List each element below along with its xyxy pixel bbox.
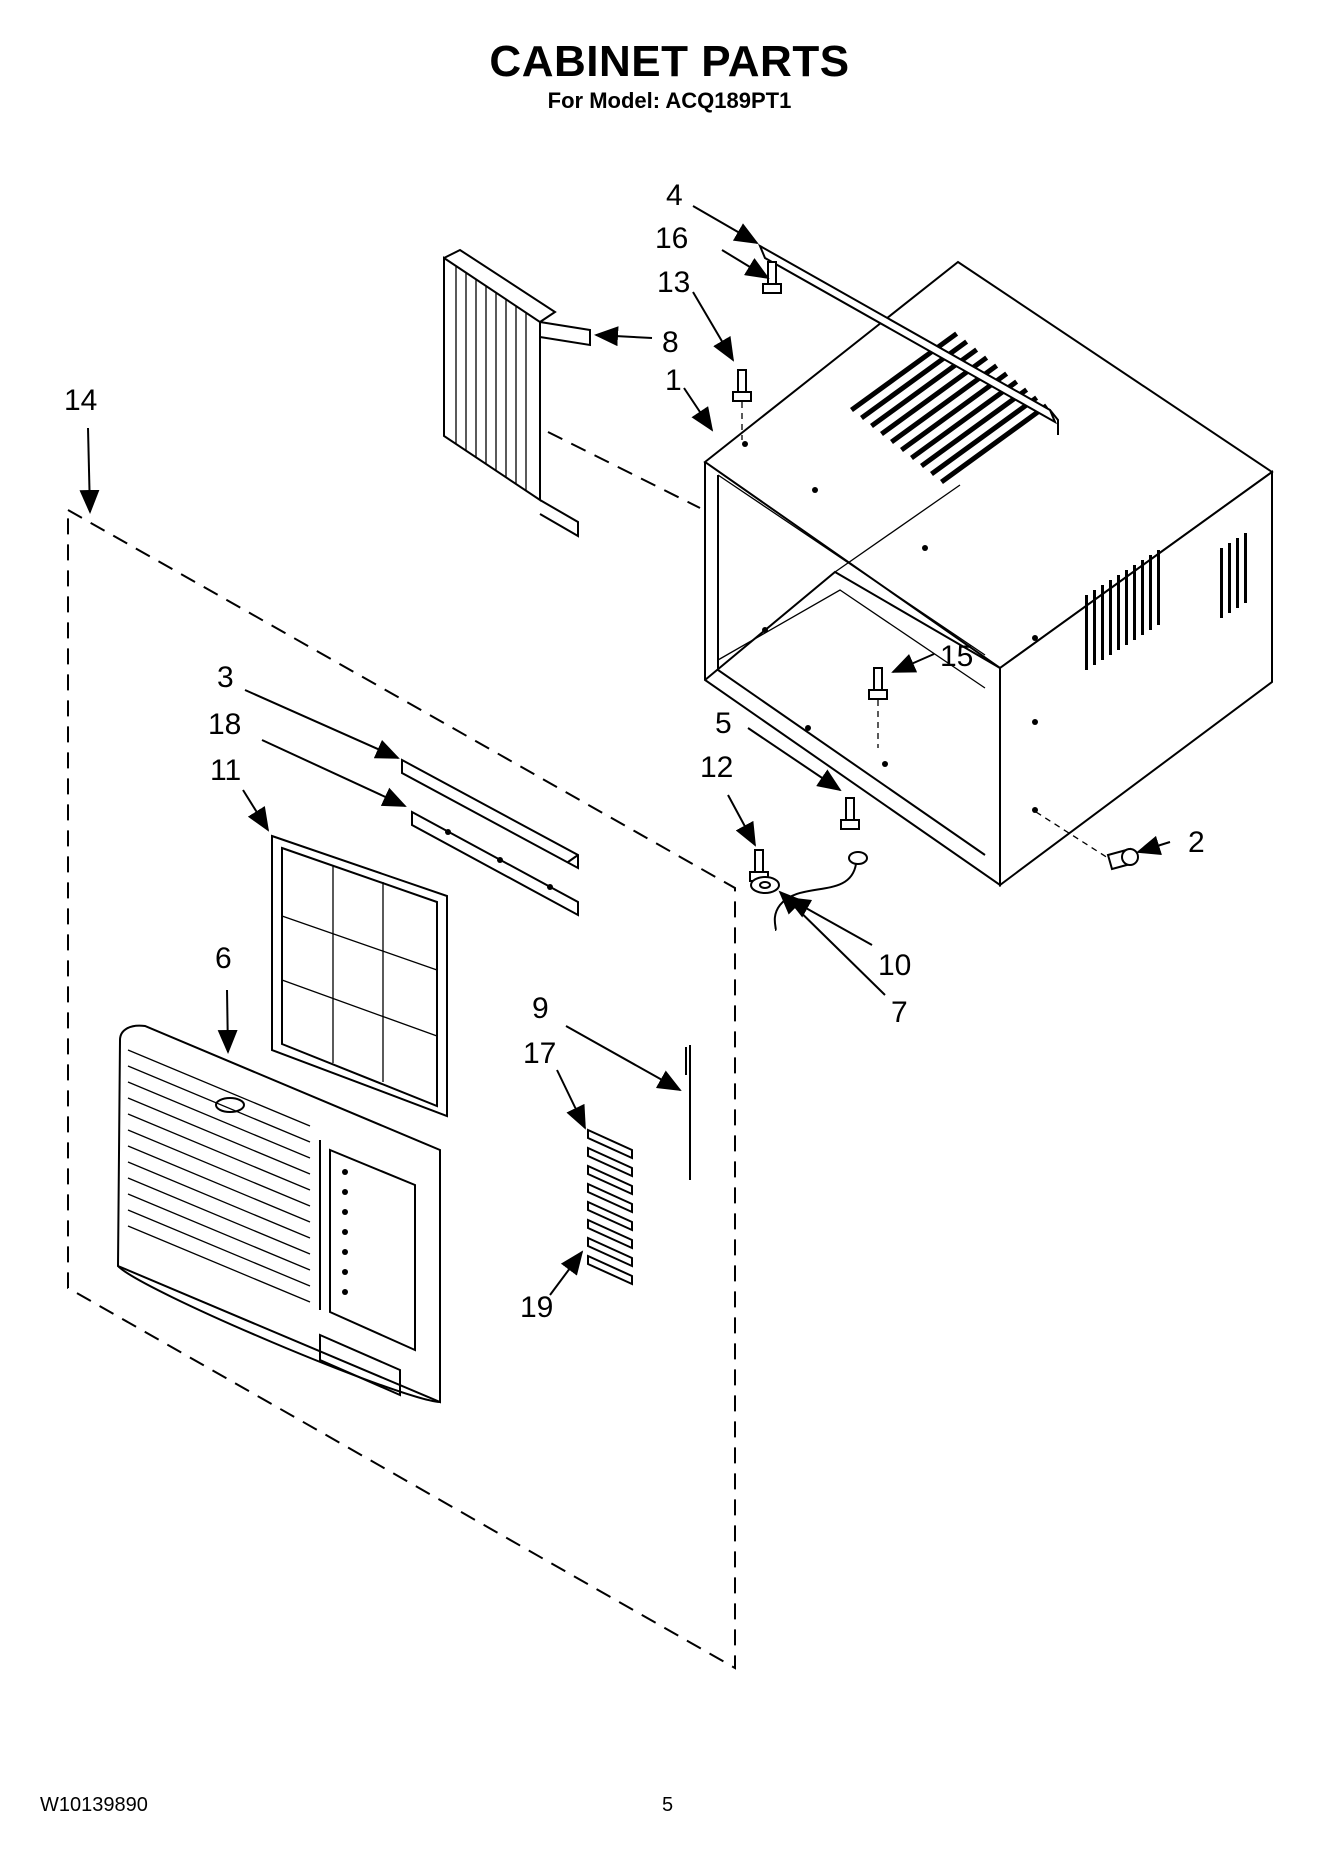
callout-15: 15 <box>940 640 973 673</box>
callout-5: 5 <box>715 707 732 740</box>
callout-2: 2 <box>1188 826 1205 859</box>
callout-18: 18 <box>208 708 241 741</box>
callout-6: 6 <box>215 942 232 975</box>
callout-14: 14 <box>64 384 97 417</box>
callout-7: 7 <box>891 996 908 1029</box>
callout-labels: 4 16 13 8 1 14 15 5 12 2 3 18 11 6 10 7 … <box>64 179 1205 1324</box>
part-13-screw <box>732 369 752 440</box>
callout-9: 9 <box>532 992 549 1025</box>
callout-12: 12 <box>700 751 733 784</box>
part-15-screw <box>868 667 888 748</box>
callout-1: 1 <box>665 364 682 397</box>
callout-19: 19 <box>520 1291 553 1324</box>
callout-17: 17 <box>523 1037 556 1070</box>
part-7-washer <box>750 876 780 894</box>
part-10-ground-wire <box>773 851 868 931</box>
callout-16: 16 <box>655 222 688 255</box>
part-4-top-rail <box>757 243 1059 435</box>
part-1-cabinet <box>703 260 1274 887</box>
callout-4: 4 <box>666 179 683 212</box>
part-11-filter <box>271 834 448 1118</box>
callout-10: 10 <box>878 949 911 982</box>
part-18-bracket <box>411 810 579 917</box>
part-16-screw <box>762 261 782 294</box>
part-8-side-curtain <box>443 248 591 538</box>
callout-13: 13 <box>657 266 690 299</box>
part-12-screw <box>749 849 769 882</box>
part-5-screw <box>840 797 860 830</box>
model-subtitle: For Model: ACQ189PT1 <box>547 88 792 113</box>
part-9-strip <box>685 1045 691 1180</box>
part-2-screw <box>1035 811 1139 871</box>
document-number: W10139890 <box>40 1794 148 1816</box>
page-number: 5 <box>662 1794 674 1816</box>
part-14-front-outline <box>67 508 736 1670</box>
part-8-leader-dash <box>547 431 701 509</box>
part-17-louvers <box>587 1128 633 1286</box>
callout-8: 8 <box>662 326 679 359</box>
part-3-bracket <box>401 758 579 870</box>
callout-3: 3 <box>217 661 234 694</box>
part-6-front-grille <box>116 1024 441 1404</box>
leader-lines <box>79 205 1171 1296</box>
callout-11: 11 <box>210 754 241 787</box>
page-title: CABINET PARTS <box>489 37 850 86</box>
